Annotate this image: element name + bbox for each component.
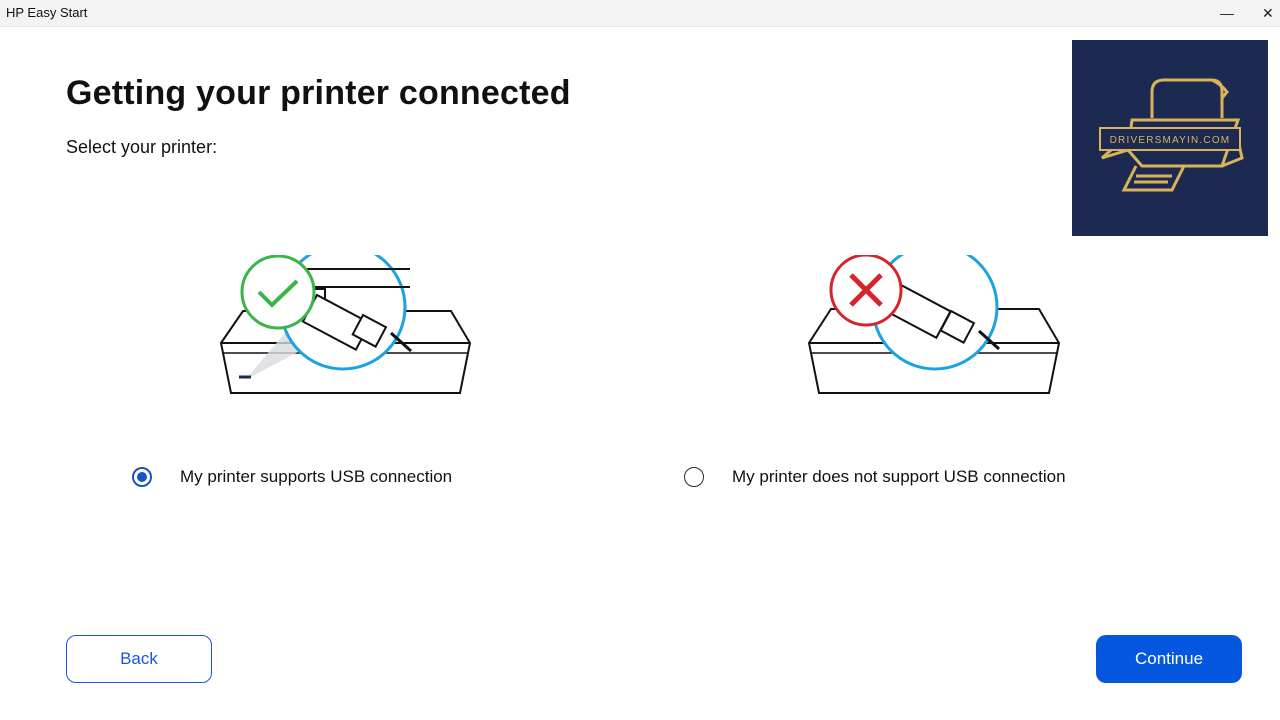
usb-not-supported-illustration: [807, 255, 1061, 394]
close-button[interactable]: ✕: [1262, 0, 1280, 26]
watermark-logo: DRIVERSMAYIN.COM: [1072, 40, 1268, 236]
app-title: HP Easy Start: [6, 5, 88, 20]
back-button[interactable]: Back: [66, 635, 212, 683]
minimize-button[interactable]: —: [1212, 0, 1242, 26]
usb-supported-option[interactable]: My printer supports USB connection: [132, 464, 452, 490]
watermark-text: DRIVERSMAYIN.COM: [1110, 135, 1231, 146]
x-icon: [849, 273, 883, 307]
printer-logo-icon: DRIVERSMAYIN.COM: [1099, 78, 1244, 192]
title-bar: HP Easy Start — ✕: [0, 0, 1280, 27]
minimize-icon: —: [1220, 5, 1234, 21]
usb-supported-radio[interactable]: [132, 467, 152, 487]
continue-button[interactable]: Continue: [1096, 635, 1242, 683]
usb-not-supported-option[interactable]: My printer does not support USB connecti…: [684, 464, 1066, 490]
page-title: Getting your printer connected: [66, 74, 571, 112]
usb-supported-label: My printer supports USB connection: [180, 467, 453, 486]
usb-supported-illustration: [219, 255, 472, 394]
check-icon: [257, 279, 299, 308]
close-icon: ✕: [1262, 4, 1274, 21]
page-subtitle: Select your printer:: [66, 137, 218, 157]
usb-not-supported-label: My printer does not support USB connecti…: [732, 467, 1066, 486]
usb-not-supported-radio[interactable]: [684, 467, 704, 487]
